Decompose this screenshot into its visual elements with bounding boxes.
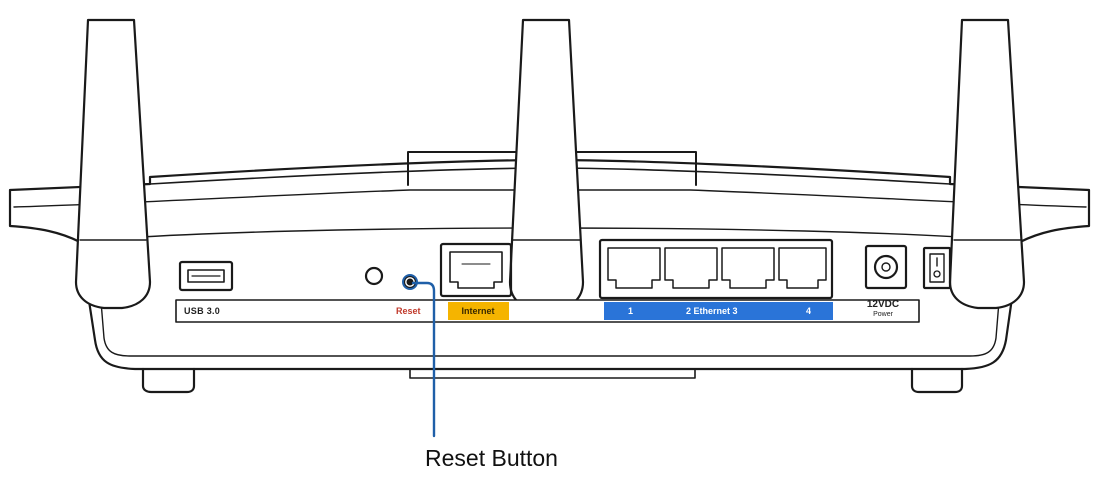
voltage-label: 12VDC <box>866 299 900 310</box>
router-body <box>8 158 1091 371</box>
ethernet-label: 2 Ethernet 3 <box>686 306 738 316</box>
usb-label: USB 3.0 <box>184 306 221 316</box>
callout-leader <box>411 281 436 438</box>
foot-left <box>141 367 196 394</box>
reset-label: Reset <box>396 306 421 316</box>
face-panel <box>95 227 1005 357</box>
antenna-right <box>948 18 1026 310</box>
reset-button-callout: Reset Button <box>425 445 558 471</box>
ethernet-label-bg <box>604 302 833 320</box>
ethernet-port-bank <box>598 238 834 300</box>
foot-right <box>910 367 964 394</box>
usb-port <box>178 260 234 292</box>
wps-button <box>364 266 384 286</box>
internet-label: Internet <box>461 306 495 316</box>
internet-port <box>439 242 513 298</box>
antenna-left <box>74 18 152 310</box>
power-switch <box>922 246 952 290</box>
foot-center <box>409 368 696 379</box>
power-jack <box>864 244 908 290</box>
callout-marker <box>402 274 418 290</box>
ethernet-port-1-label: 1 <box>628 306 634 316</box>
ethernet-port-4-label: 4 <box>806 306 812 316</box>
power-label: Power <box>873 311 893 318</box>
antenna-center <box>508 18 585 312</box>
internet-label-bg <box>448 302 509 320</box>
